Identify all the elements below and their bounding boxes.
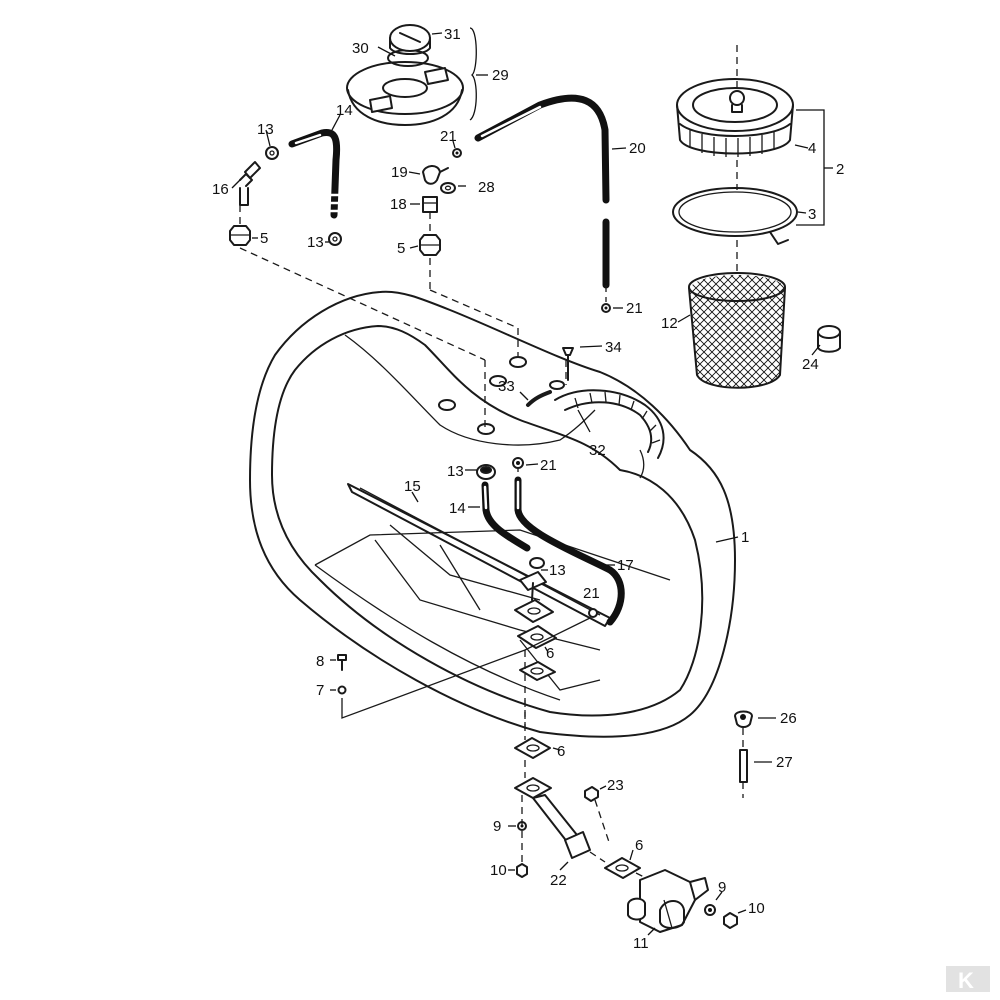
label-1: 1 [741, 529, 749, 546]
top-hole [549, 380, 565, 390]
label-8: 8 [316, 653, 324, 670]
valve-body [627, 869, 709, 933]
hose-left-assembly [229, 128, 342, 246]
plug [817, 325, 841, 353]
gasket-plate [517, 625, 557, 649]
label-21: 21 [583, 585, 600, 602]
label-14: 14 [449, 500, 466, 517]
hose-rings [328, 193, 342, 213]
label-13: 13 [257, 121, 274, 138]
label-4: 4 [808, 140, 816, 157]
part-labels: 31 30 29 14 13 16 5 13 21 19 28 18 5 20 … [212, 26, 844, 952]
washer [440, 182, 456, 194]
label-21: 21 [626, 300, 643, 317]
label-22: 22 [550, 872, 567, 889]
label-19: 19 [391, 164, 408, 181]
fitting [422, 196, 438, 213]
gasket-plate [604, 857, 641, 879]
label-13: 13 [447, 463, 464, 480]
label-32: 32 [589, 442, 606, 459]
label-9: 9 [493, 818, 501, 835]
label-28: 28 [478, 179, 495, 196]
label-15: 15 [404, 478, 421, 495]
label-16: 16 [212, 181, 229, 198]
label-13: 13 [307, 234, 324, 251]
label-12: 12 [661, 315, 678, 332]
label-14: 14 [336, 102, 353, 119]
label-31: 31 [444, 26, 461, 43]
label-21: 21 [440, 128, 457, 145]
label-6: 6 [635, 837, 643, 854]
label-26: 26 [780, 710, 797, 727]
seal-arc [526, 390, 552, 407]
center-fitting-stack [419, 94, 611, 313]
drain-plug [734, 710, 753, 798]
watermark-logo: K [946, 966, 990, 993]
label-13: 13 [549, 562, 566, 579]
nut [723, 912, 738, 929]
bowl-ring-ribs [574, 391, 661, 444]
label-23: 23 [607, 777, 624, 794]
label-7: 7 [316, 682, 324, 699]
gasket-plate [514, 737, 551, 759]
bolt-washer-left [337, 617, 591, 719]
tank-body [249, 290, 736, 738]
label-18: 18 [390, 196, 407, 213]
sieve-ring [672, 187, 798, 237]
label-10: 10 [490, 862, 507, 879]
top-hole [438, 399, 456, 411]
label-20: 20 [629, 140, 646, 157]
bolt [584, 786, 599, 802]
drain-pin [739, 749, 748, 783]
label-6: 6 [546, 645, 554, 662]
bracket [514, 777, 591, 859]
label-27: 27 [776, 754, 793, 771]
label-leaders [231, 27, 833, 936]
clamp [328, 232, 342, 246]
label-21: 21 [540, 457, 557, 474]
label-6: 6 [557, 743, 565, 760]
label-3: 3 [808, 206, 816, 223]
label-29: 29 [492, 67, 509, 84]
label-9: 9 [718, 879, 726, 896]
outlet-stack [514, 571, 738, 933]
top-hole [477, 423, 495, 435]
label-33: 33 [498, 378, 515, 395]
nut [516, 863, 528, 878]
label-24: 24 [802, 356, 819, 373]
label-30: 30 [352, 40, 369, 57]
mesh-basket [688, 240, 786, 389]
gasket-plate [514, 599, 554, 623]
sieve-assembly [672, 45, 841, 389]
sieve-ribs [689, 130, 775, 157]
label-11: 11 [633, 935, 649, 952]
top-hole [489, 375, 507, 387]
watermark-letter: K [958, 968, 974, 993]
label-2: 2 [836, 161, 844, 178]
lid-assembly [346, 24, 464, 126]
label-5: 5 [260, 230, 268, 247]
label-17: 17 [617, 557, 634, 574]
assembly-guides [239, 247, 567, 472]
label-5: 5 [397, 240, 405, 257]
clamp [265, 146, 279, 160]
top-hole [509, 356, 527, 368]
label-10: 10 [748, 900, 765, 917]
inner-hoses [476, 457, 625, 626]
pin [562, 347, 574, 381]
label-34: 34 [605, 339, 622, 356]
